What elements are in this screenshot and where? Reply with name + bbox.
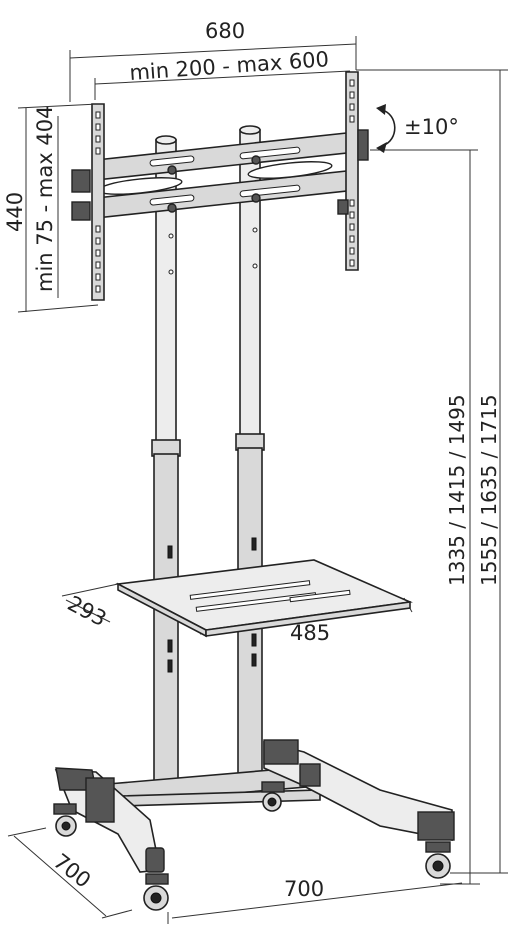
caster-front-right (425, 841, 451, 879)
shelf (115, 559, 413, 638)
label-screen-center-height: 1335 / 1415 / 1495 (445, 394, 469, 586)
left-arm-holes (95, 111, 101, 293)
caster-right-rear (261, 781, 285, 812)
label-shelf-width: 485 (290, 621, 330, 645)
label-vesa-width: min 200 - max 600 (129, 47, 330, 85)
tv-mount-bracket (71, 71, 369, 301)
label-vesa-height: min 75 - max 404 (33, 106, 57, 292)
tilt-arrow-icon (376, 104, 396, 153)
caster-left-rear (53, 803, 77, 837)
casters (53, 781, 451, 911)
caster-front-left (143, 873, 169, 911)
label-overall-width: 680 (205, 19, 245, 43)
label-tilt: ±10° (404, 115, 459, 139)
base-frame (54, 739, 455, 873)
label-total-height: 1555 / 1635 / 1715 (477, 394, 501, 586)
label-base-width: 700 (284, 877, 324, 901)
right-arm-holes (349, 79, 355, 267)
label-overall-height: 440 (3, 192, 27, 232)
label-shelf-depth: 293 (64, 591, 111, 631)
upright-poles (151, 125, 265, 785)
